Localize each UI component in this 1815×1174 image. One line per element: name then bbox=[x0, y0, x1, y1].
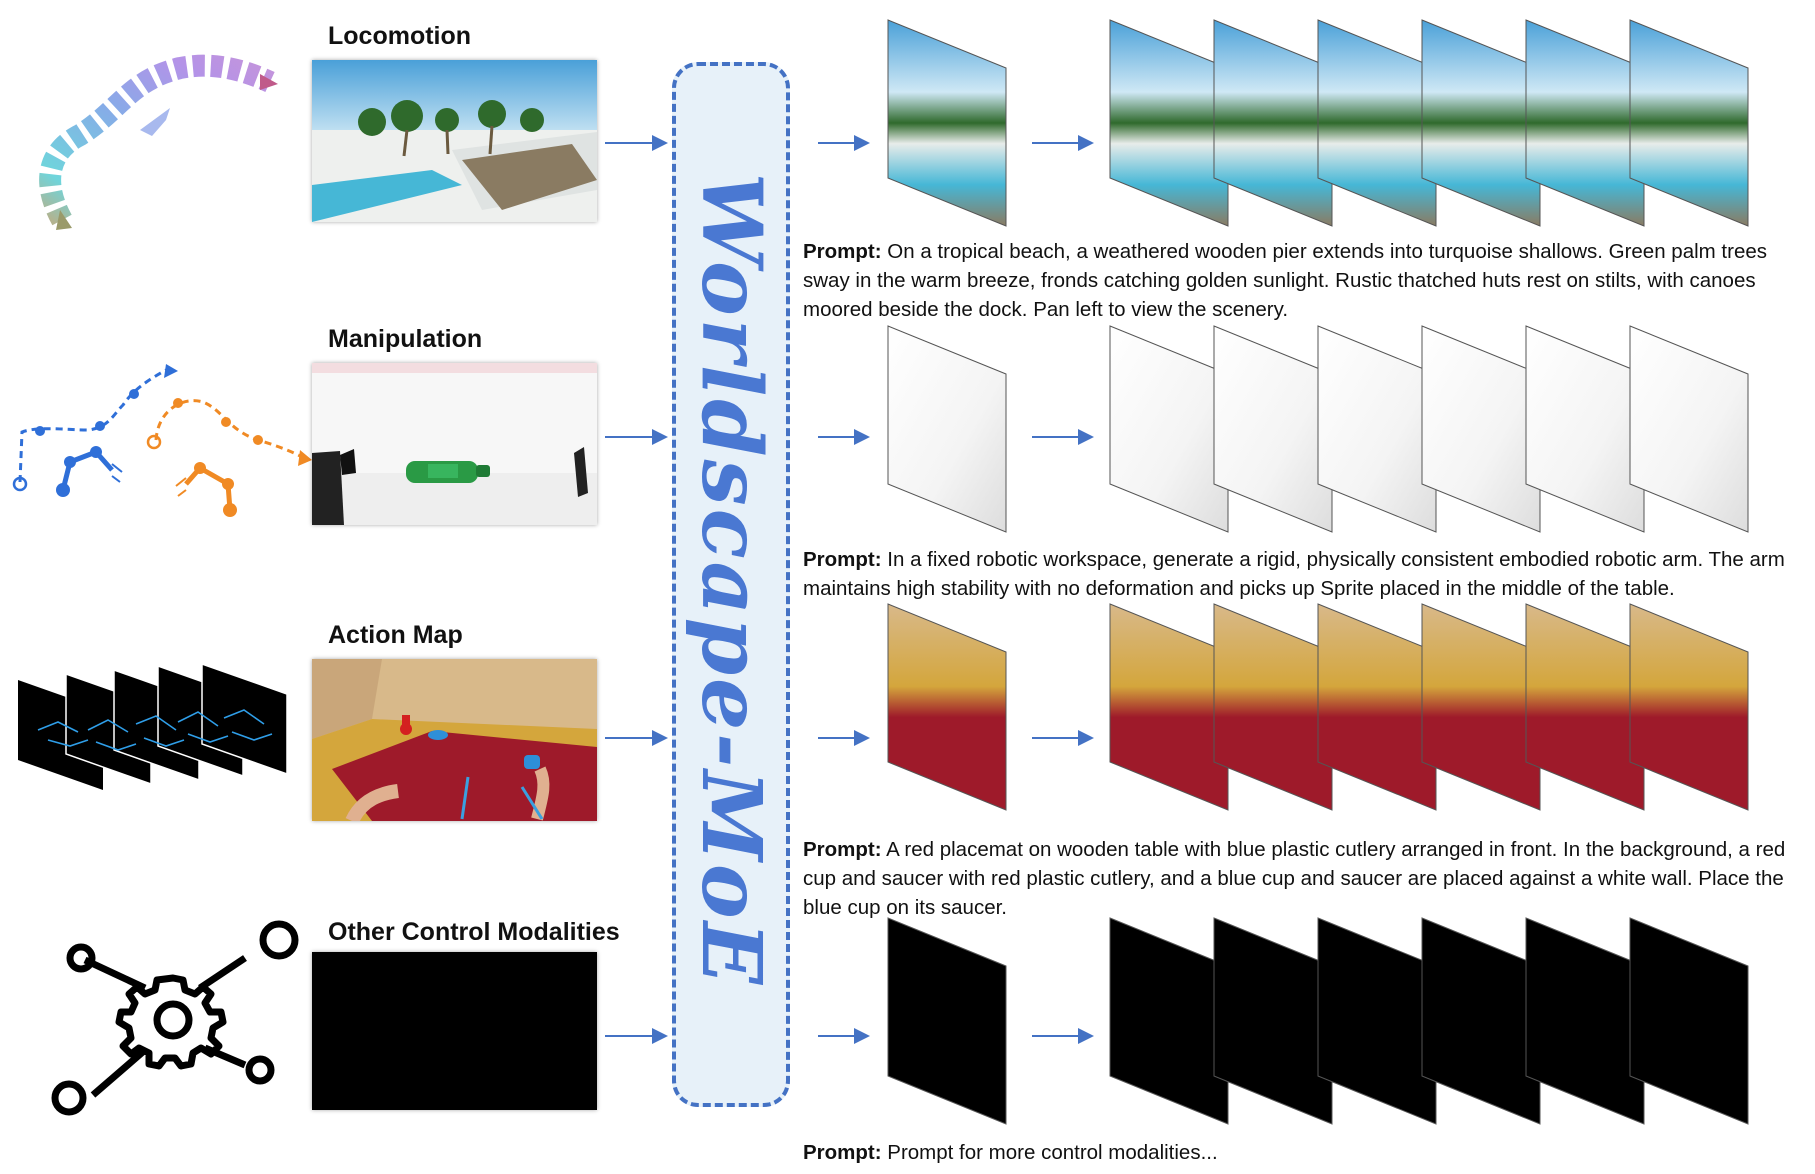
row-label-action-map: Action Map bbox=[328, 621, 463, 649]
output-frame-manipulation-first bbox=[887, 325, 1007, 533]
row-label-manipulation: Manipulation bbox=[328, 325, 483, 353]
output-frame-manipulation-2 bbox=[1213, 325, 1333, 533]
output-frame-manipulation-4 bbox=[1421, 325, 1541, 533]
output-frame-locomotion-3 bbox=[1317, 19, 1437, 227]
prompt-text: In a fixed robotic workspace, generate a… bbox=[803, 548, 1785, 600]
output-frame-action-map-4 bbox=[1421, 603, 1541, 811]
input-image-action-map bbox=[312, 659, 597, 821]
output-frame-action-map-2 bbox=[1213, 603, 1333, 811]
output-frame-locomotion-first bbox=[887, 19, 1007, 227]
output-frame-locomotion-6 bbox=[1629, 19, 1749, 227]
output-frame-action-map-1 bbox=[1109, 603, 1229, 811]
output-frame-manipulation-6 bbox=[1629, 325, 1749, 533]
output-frame-other-5 bbox=[1525, 917, 1645, 1125]
output-frame-action-map-first bbox=[887, 603, 1007, 811]
prompt-action-map: Prompt: A red placemat on wooden table w… bbox=[803, 835, 1813, 922]
prompt-tag: Prompt: bbox=[803, 240, 882, 263]
moe-model-box bbox=[672, 62, 790, 1107]
output-frame-other-2 bbox=[1213, 917, 1333, 1125]
hand-pose-frames-icon bbox=[18, 662, 288, 790]
prompt-other: Prompt: Prompt for more control modaliti… bbox=[803, 1138, 1813, 1167]
input-image-locomotion bbox=[312, 60, 597, 222]
output-frame-other-4 bbox=[1421, 917, 1541, 1125]
prompt-tag: Prompt: bbox=[803, 548, 882, 571]
camera-trajectory-icon bbox=[39, 54, 278, 230]
row-label-other-control: Other Control Modalities bbox=[328, 918, 620, 946]
prompt-text: On a tropical beach, a weathered wooden … bbox=[803, 240, 1768, 321]
output-frame-action-map-5 bbox=[1525, 603, 1645, 811]
robot-arm-trajectory-icon bbox=[12, 364, 312, 517]
prompt-tag: Prompt: bbox=[803, 1141, 882, 1164]
output-frame-locomotion-1 bbox=[1109, 19, 1229, 227]
prompt-text: Prompt for more control modalities... bbox=[887, 1141, 1218, 1164]
output-frame-locomotion-4 bbox=[1421, 19, 1541, 227]
prompt-tag: Prompt: bbox=[803, 838, 882, 861]
output-frame-other-3 bbox=[1317, 917, 1437, 1125]
output-frame-locomotion-5 bbox=[1525, 19, 1645, 227]
output-frame-manipulation-5 bbox=[1525, 325, 1645, 533]
row-label-locomotion: Locomotion bbox=[328, 22, 472, 50]
input-image-manipulation bbox=[312, 363, 597, 525]
output-frame-other-6 bbox=[1629, 917, 1749, 1125]
prompt-text: A red placemat on wooden table with blue… bbox=[803, 838, 1786, 919]
output-frame-locomotion-2 bbox=[1213, 19, 1333, 227]
output-frame-action-map-6 bbox=[1629, 603, 1749, 811]
output-frame-other-first bbox=[887, 917, 1007, 1125]
prompt-manipulation: Prompt: In a fixed robotic workspace, ge… bbox=[803, 545, 1813, 603]
output-frame-manipulation-3 bbox=[1317, 325, 1437, 533]
output-frame-other-1 bbox=[1109, 917, 1229, 1125]
output-frame-manipulation-1 bbox=[1109, 325, 1229, 533]
output-frame-action-map-3 bbox=[1317, 603, 1437, 811]
control-hub-gear-icon bbox=[51, 920, 299, 1116]
input-image-other bbox=[312, 952, 597, 1110]
prompt-locomotion: Prompt: On a tropical beach, a weathered… bbox=[803, 237, 1813, 324]
